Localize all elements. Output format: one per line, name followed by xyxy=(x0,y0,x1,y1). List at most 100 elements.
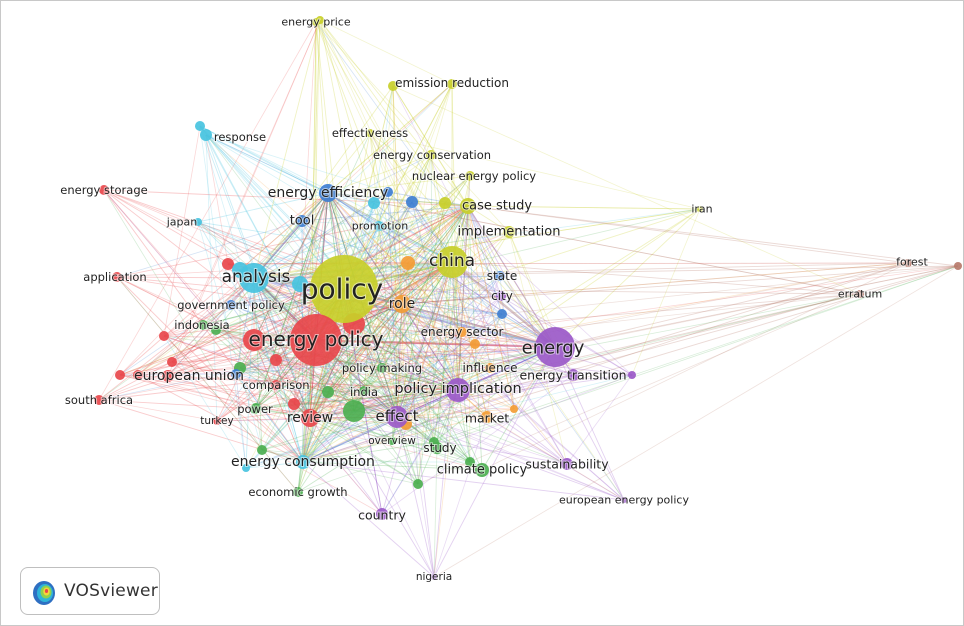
node-application[interactable] xyxy=(112,272,122,282)
node-energy-policy[interactable] xyxy=(290,314,342,366)
node-energy-consumption[interactable] xyxy=(296,455,310,469)
node-sustainability[interactable] xyxy=(561,458,573,470)
node-effectiveness[interactable] xyxy=(366,129,374,137)
term-label[interactable]: tool xyxy=(289,213,316,230)
term-label[interactable]: energy transition xyxy=(518,367,627,384)
term-label[interactable]: climate policy xyxy=(436,462,529,479)
term-label[interactable]: nuclear energy policy xyxy=(411,168,537,184)
term-label[interactable]: energy conservation xyxy=(372,147,492,163)
node-nigeria[interactable] xyxy=(431,574,437,580)
term-label[interactable]: power xyxy=(236,401,274,417)
network-node[interactable] xyxy=(243,329,265,351)
network-node[interactable] xyxy=(628,371,636,379)
network-node[interactable] xyxy=(497,309,507,319)
node-country[interactable] xyxy=(376,508,388,520)
term-label[interactable]: implementation xyxy=(456,224,561,241)
network-node[interactable] xyxy=(231,369,241,379)
node-energy[interactable] xyxy=(535,327,575,367)
term-label[interactable]: forest xyxy=(895,255,929,270)
term-label[interactable]: european union xyxy=(133,367,245,385)
term-label[interactable]: iran xyxy=(690,202,713,217)
term-label[interactable]: comparison xyxy=(241,377,310,393)
network-node[interactable] xyxy=(167,357,177,367)
network-node[interactable] xyxy=(413,479,423,489)
term-label[interactable]: energy xyxy=(521,337,586,360)
term-label[interactable]: energy policy xyxy=(248,326,385,352)
network-node[interactable] xyxy=(954,262,962,270)
node-energy-storage[interactable] xyxy=(99,185,109,195)
node-overview[interactable] xyxy=(388,437,396,445)
network-node[interactable] xyxy=(115,370,125,380)
network-node[interactable] xyxy=(133,370,143,380)
term-label[interactable]: influence xyxy=(461,360,518,376)
node-nuclear-energy-policy[interactable] xyxy=(465,171,475,181)
term-label[interactable]: nigeria xyxy=(415,570,453,584)
network-node[interactable] xyxy=(288,398,300,410)
term-label[interactable]: emission reduction xyxy=(394,75,510,91)
network-node[interactable] xyxy=(292,276,308,292)
network-node[interactable] xyxy=(322,386,334,398)
term-label[interactable]: policy xyxy=(300,272,384,307)
node-emission-reduction[interactable] xyxy=(388,81,398,91)
node-energy-price[interactable] xyxy=(312,18,320,26)
term-label[interactable]: indonesia xyxy=(173,317,230,333)
node-energy-efficiency[interactable] xyxy=(319,184,337,202)
term-label[interactable]: state xyxy=(486,268,518,284)
node-implementation[interactable] xyxy=(503,226,515,238)
term-label[interactable]: study xyxy=(422,440,457,456)
node-influence[interactable] xyxy=(485,363,495,373)
node-european-union[interactable] xyxy=(162,370,174,382)
term-label[interactable]: policy implication xyxy=(393,380,522,398)
term-label[interactable]: country xyxy=(357,507,407,524)
node-indonesia[interactable] xyxy=(198,320,208,330)
node-erratum[interactable] xyxy=(856,290,864,298)
network-node[interactable] xyxy=(510,405,518,413)
network-node[interactable] xyxy=(470,339,480,349)
node-response[interactable] xyxy=(200,129,212,141)
network-node[interactable] xyxy=(368,197,380,209)
term-label[interactable]: china xyxy=(428,250,476,272)
network-node[interactable] xyxy=(270,354,282,366)
term-label[interactable]: economic growth xyxy=(247,484,348,500)
node-japan[interactable] xyxy=(194,218,202,226)
term-label[interactable]: energy price xyxy=(280,15,351,30)
term-label[interactable]: role xyxy=(388,295,417,313)
node-effect[interactable] xyxy=(386,406,408,428)
node-case-study[interactable] xyxy=(460,198,476,214)
node-india[interactable] xyxy=(359,386,369,396)
term-label[interactable]: effectiveness xyxy=(331,125,409,141)
network-node[interactable] xyxy=(343,400,365,422)
term-label[interactable]: response xyxy=(213,129,267,145)
term-label[interactable]: south africa xyxy=(64,392,134,408)
node-economic-growth[interactable] xyxy=(293,487,303,497)
node-forest[interactable] xyxy=(904,259,912,267)
term-label[interactable]: effect xyxy=(375,406,420,426)
node-role[interactable] xyxy=(393,295,411,313)
node-policy-implication[interactable] xyxy=(446,378,470,402)
term-label[interactable]: market xyxy=(464,410,510,427)
network-node[interactable] xyxy=(222,258,234,270)
term-label[interactable]: application xyxy=(82,269,147,285)
term-label[interactable]: india xyxy=(349,384,379,400)
network-node[interactable] xyxy=(159,331,169,341)
network-node[interactable] xyxy=(439,197,451,209)
node-iran[interactable] xyxy=(697,206,703,212)
term-label[interactable]: energy sector xyxy=(420,324,505,340)
node-market[interactable] xyxy=(481,411,493,423)
term-label[interactable]: case study xyxy=(461,198,533,215)
network-node[interactable] xyxy=(211,325,221,335)
network-node[interactable] xyxy=(257,445,267,455)
term-label[interactable]: european energy policy xyxy=(558,493,690,508)
term-label[interactable]: overview xyxy=(367,434,417,448)
term-label[interactable]: sustainability xyxy=(524,456,610,473)
node-china[interactable] xyxy=(436,246,468,278)
node-south-africa[interactable] xyxy=(94,395,104,405)
term-label[interactable]: turkey xyxy=(199,414,234,428)
node-european-energy-policy[interactable] xyxy=(621,497,627,503)
term-label[interactable]: promotion xyxy=(351,219,410,234)
term-label[interactable]: city xyxy=(490,288,514,304)
term-label[interactable]: energy efficiency xyxy=(267,184,389,202)
term-label[interactable]: energy consumption xyxy=(230,453,376,471)
network-node[interactable] xyxy=(465,457,475,467)
